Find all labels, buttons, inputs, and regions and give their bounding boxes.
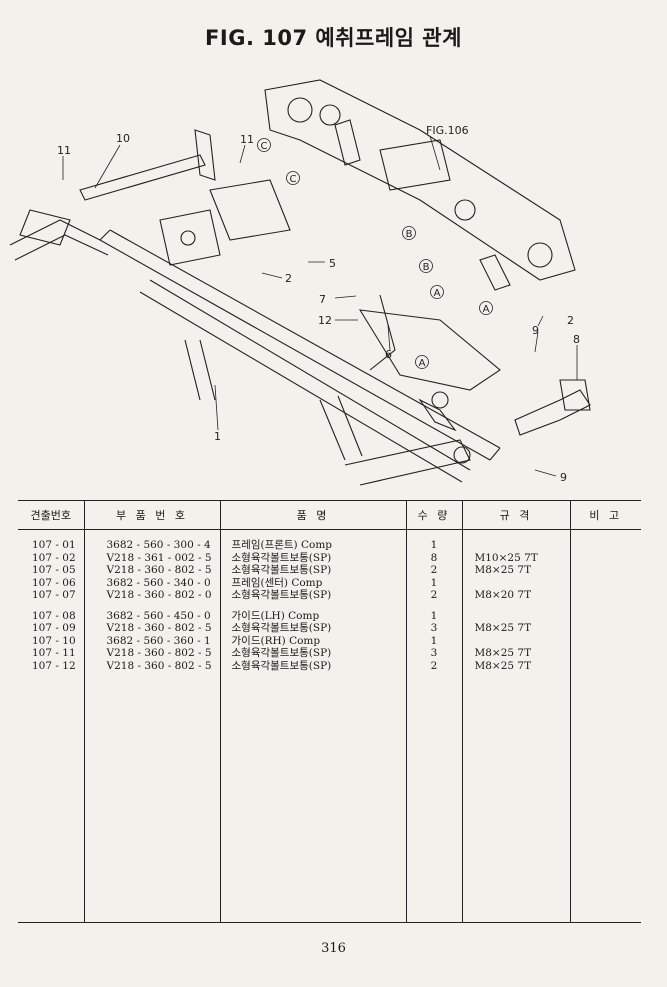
callout-2: 2 xyxy=(285,272,292,285)
marker-c-1: C xyxy=(261,141,268,152)
marker-c-2: C xyxy=(290,174,297,185)
table-cell-no: 107 - 10 xyxy=(32,634,76,647)
callout-11: 11 xyxy=(240,133,254,146)
callout-9: 9 xyxy=(560,471,567,484)
reference-markers: C C B B A A A xyxy=(257,138,493,369)
table-cell-name: 소형육각볼트보통(SP) xyxy=(231,659,332,672)
callout-8: 8 xyxy=(573,333,580,346)
table-cell-name: 소형육각볼트보통(SP) xyxy=(231,647,332,659)
table-cell-part-no: V218 - 360 - 802 - 5 xyxy=(106,647,212,659)
table-cell-part-no: V218 - 361 - 002 - 5 xyxy=(106,551,212,564)
callout-9: 9 xyxy=(532,324,539,337)
table-cell-spec xyxy=(463,577,570,590)
table-cell-name: 소형육각볼트보통(SP) xyxy=(231,564,332,576)
table-cell-no: 107 - 07 xyxy=(32,589,76,601)
table-cell-no: 107 - 06 xyxy=(32,576,76,589)
table-cell-spec: M10×25 7T xyxy=(474,551,538,564)
page-title: FIG. 107 예취프레임 관계 xyxy=(205,26,462,50)
header-spec: 규 격 xyxy=(461,500,570,530)
table-cell-name: 가이드(RH) Comp xyxy=(231,634,321,647)
marker-b-2: B xyxy=(423,262,430,273)
table-cell-no: 107 - 09 xyxy=(32,622,76,634)
marker-a-2: A xyxy=(483,304,490,315)
callout-11: 11 xyxy=(57,144,71,157)
marker-b-1: B xyxy=(406,229,413,240)
table-cell-qty: 1 xyxy=(430,609,438,622)
table-cell-qty: 1 xyxy=(430,539,438,551)
table-cell-name: 가이드(LH) Comp xyxy=(231,609,320,622)
table-cell-spec xyxy=(463,610,570,623)
table-cell-qty: 1 xyxy=(430,576,438,589)
table-cell-part-no: 3682 - 560 - 450 - 0 xyxy=(106,609,211,622)
table-cell-no: 107 - 12 xyxy=(32,659,76,672)
table-cell-spec xyxy=(463,539,570,552)
table-cell-name: 프레임(프론트) Comp xyxy=(231,539,333,551)
table-cell-part-no: 3682 - 560 - 340 - 0 xyxy=(106,576,211,589)
callout-1: 1 xyxy=(214,430,221,443)
callout-2: 2 xyxy=(567,314,574,327)
marker-a-3: A xyxy=(419,358,426,369)
table-cell-spec: M8×20 7T xyxy=(474,589,532,601)
table-cell-name: 프레임(센터) Comp xyxy=(231,576,323,589)
frame-illustration xyxy=(9,79,591,486)
table-header-row: 견출번호 부 품 번 호 품 명 수 량 규 격 비 고 xyxy=(18,500,641,530)
table-cell-part-no: 3682 - 560 - 360 - 1 xyxy=(106,634,211,647)
page-number: 316 xyxy=(321,941,346,956)
callout-numbers: 11 10 11 FIG.106 2 5 7 12 6 9 2 8 1 9 xyxy=(57,124,580,484)
table-cell-spec xyxy=(463,635,570,648)
callout-10: 10 xyxy=(116,132,130,145)
leader-lines xyxy=(62,135,578,477)
table-cell-part-no: V218 - 360 - 802 - 5 xyxy=(106,564,212,576)
table-cell-qty: 8 xyxy=(430,551,438,564)
table-cell-spec: M8×25 7T xyxy=(474,647,532,659)
table-cell-spec: M8×25 7T xyxy=(474,622,532,634)
callout-6: 6 xyxy=(385,348,392,361)
table-cell-spec: M8×25 7T xyxy=(474,659,532,672)
table-cell-spec: M8×25 7T xyxy=(474,564,532,576)
table-cell-name: 소형육각볼트보통(SP) xyxy=(231,551,332,564)
column-remarks xyxy=(569,529,641,923)
header-part-no: 부 품 번 호 xyxy=(83,500,220,530)
table-cell-part-no: V218 - 360 - 802 - 5 xyxy=(106,622,212,634)
table-cell-name: 소형육각볼트보통(SP) xyxy=(231,589,332,601)
table-cell-no: 107 - 02 xyxy=(32,551,76,564)
header-quantity: 수 량 xyxy=(405,500,462,530)
header-part-name: 품 명 xyxy=(219,500,406,530)
table-cell-qty: 3 xyxy=(430,647,438,659)
table-cell-no: 107 - 11 xyxy=(32,647,76,659)
header-remarks: 비 고 xyxy=(569,500,641,530)
table-cell-qty: 2 xyxy=(430,659,438,672)
table-cell-no: 107 - 08 xyxy=(32,609,76,622)
header-ref-no: 견출번호 xyxy=(18,500,84,530)
table-cell-qty: 3 xyxy=(430,622,438,634)
figure-reference: FIG.106 xyxy=(426,124,469,137)
callout-5: 5 xyxy=(329,257,336,270)
table-cell-qty: 2 xyxy=(430,589,438,601)
table-cell-qty: 1 xyxy=(430,634,438,647)
table-cell-no: 107 - 01 xyxy=(32,539,76,551)
table-cell-name: 소형육각볼트보통(SP) xyxy=(231,622,332,634)
table-cell-no: 107 - 05 xyxy=(32,564,76,576)
table-cell-qty: 2 xyxy=(430,564,438,576)
callout-12: 12 xyxy=(318,314,332,327)
table-cell-part-no: 3682 - 560 - 300 - 4 xyxy=(106,539,211,551)
exploded-parts-diagram: C C B B A A A 11 10 11 FIG.106 2 5 7 12 … xyxy=(9,79,591,486)
table-cell-part-no: V218 - 360 - 802 - 5 xyxy=(106,659,212,672)
marker-a-1: A xyxy=(434,288,441,299)
table-cell-part-no: V218 - 360 - 802 - 0 xyxy=(106,589,212,601)
callout-7: 7 xyxy=(319,293,326,306)
